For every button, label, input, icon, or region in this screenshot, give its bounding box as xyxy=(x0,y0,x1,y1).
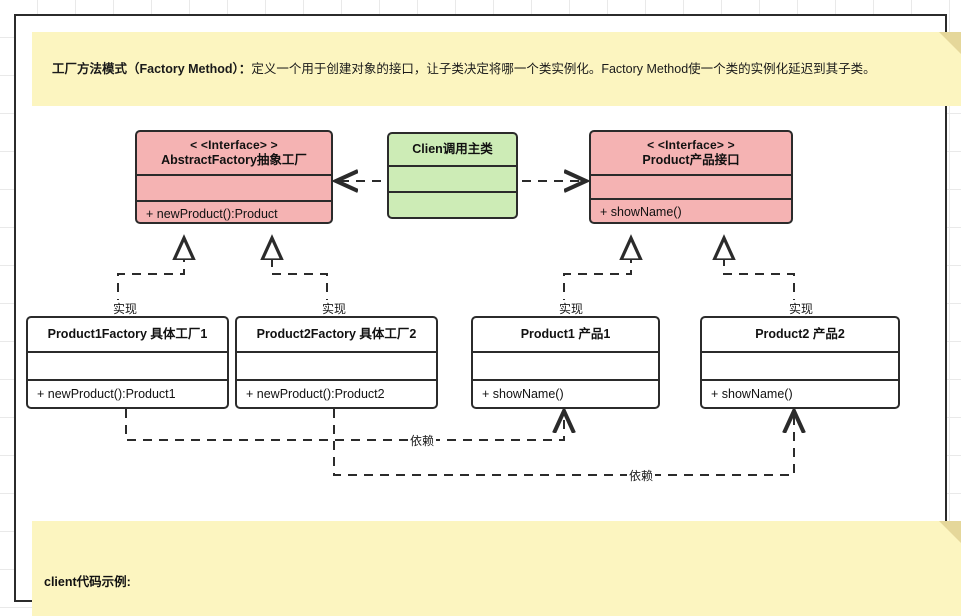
page-fold-corner-icon xyxy=(939,32,961,54)
class-attributes-abstract-factory xyxy=(137,174,331,200)
class-box-product1-factory[interactable]: Product1Factory 具体工厂1 + newProduct():Pro… xyxy=(26,316,229,409)
class-operation-product-interface: + showName() xyxy=(591,198,791,222)
class-title-client: Clien调用主类 xyxy=(389,134,516,165)
class-title-product2: Product2 产品2 xyxy=(702,318,898,351)
edge-label-realize-1: 实现 xyxy=(111,300,140,317)
class-operation-product2: + showName() xyxy=(702,379,898,407)
class-name-product2: Product2 产品2 xyxy=(755,326,845,341)
code-example-note: client代码示例: // 使用产品1工厂,创建产品1 Product1 pr… xyxy=(32,521,961,616)
description-note: 工厂方法模式（Factory Method）：定义一个用于创建对象的接口，让子类… xyxy=(32,32,961,106)
edge-label-realize-2: 实现 xyxy=(320,300,349,317)
class-attributes-product2 xyxy=(702,351,898,379)
class-operation-product2-factory: + newProduct():Product2 xyxy=(237,379,436,407)
class-name-product2-factory: Product2Factory 具体工厂2 xyxy=(256,326,417,341)
class-title-product-interface: < <Interface> > Product产品接口 xyxy=(591,132,791,174)
class-box-abstract-factory[interactable]: < <Interface> > AbstractFactory抽象工厂 + ne… xyxy=(135,130,333,224)
class-operations-client xyxy=(389,191,516,217)
class-attributes-product1-factory xyxy=(28,351,227,379)
description-note-text: 工厂方法模式（Factory Method）：定义一个用于创建对象的接口，让子类… xyxy=(52,60,943,79)
diagram-page: 工厂方法模式（Factory Method）：定义一个用于创建对象的接口，让子类… xyxy=(14,14,961,616)
class-box-product-interface[interactable]: < <Interface> > Product产品接口 + showName() xyxy=(589,130,793,224)
class-title-product1: Product1 产品1 xyxy=(473,318,658,351)
stereotype-interface: < <Interface> > xyxy=(190,137,278,152)
edge-realize-product2factory xyxy=(272,238,328,324)
edge-label-realize-4: 实现 xyxy=(787,300,816,317)
class-operation-abstract-factory: + newProduct():Product xyxy=(137,200,331,222)
edge-label-depend-1: 依赖 xyxy=(408,432,437,449)
edge-depend-product2factory-product2 xyxy=(333,409,794,476)
class-name-product-interface: Product产品接口 xyxy=(642,152,740,167)
class-name-client: Clien调用主类 xyxy=(412,141,493,156)
edge-realize-product2 xyxy=(724,238,795,324)
page-fold-corner-icon xyxy=(939,521,961,543)
class-name-abstract-factory: AbstractFactory抽象工厂 xyxy=(161,152,307,167)
class-title-product2-factory: Product2Factory 具体工厂2 xyxy=(237,318,436,351)
class-name-product1-factory: Product1Factory 具体工厂1 xyxy=(47,326,208,341)
class-box-product1[interactable]: Product1 产品1 + showName() xyxy=(471,316,660,409)
code-example-title: client代码示例: xyxy=(44,575,131,589)
edge-depend-product1factory-product1 xyxy=(125,409,564,441)
class-title-product1-factory: Product1Factory 具体工厂1 xyxy=(28,318,227,351)
edge-label-depend-2: 依赖 xyxy=(627,467,656,484)
description-note-lead: 工厂方法模式（Factory Method）： xyxy=(52,62,252,76)
class-box-product2-factory[interactable]: Product2Factory 具体工厂2 + newProduct():Pro… xyxy=(235,316,438,409)
description-note-body: 定义一个用于创建对象的接口，让子类决定将哪一个类实例化。Factory Meth… xyxy=(251,62,876,76)
class-title-abstract-factory: < <Interface> > AbstractFactory抽象工厂 xyxy=(137,132,331,174)
class-attributes-product-interface xyxy=(591,174,791,198)
class-box-client[interactable]: Clien调用主类 xyxy=(387,132,518,219)
code-example-text: client代码示例: // 使用产品1工厂,创建产品1 Product1 pr… xyxy=(44,535,368,616)
stereotype-interface: < <Interface> > xyxy=(647,137,735,152)
class-attributes-product1 xyxy=(473,351,658,379)
class-box-product2[interactable]: Product2 产品2 + showName() xyxy=(700,316,900,409)
class-name-product1: Product1 产品1 xyxy=(520,326,611,341)
edge-label-realize-3: 实现 xyxy=(557,300,586,317)
class-attributes-client xyxy=(389,165,516,191)
class-attributes-product2-factory xyxy=(237,351,436,379)
class-operation-product1: + showName() xyxy=(473,379,658,407)
class-operation-product1-factory: + newProduct():Product1 xyxy=(28,379,227,407)
